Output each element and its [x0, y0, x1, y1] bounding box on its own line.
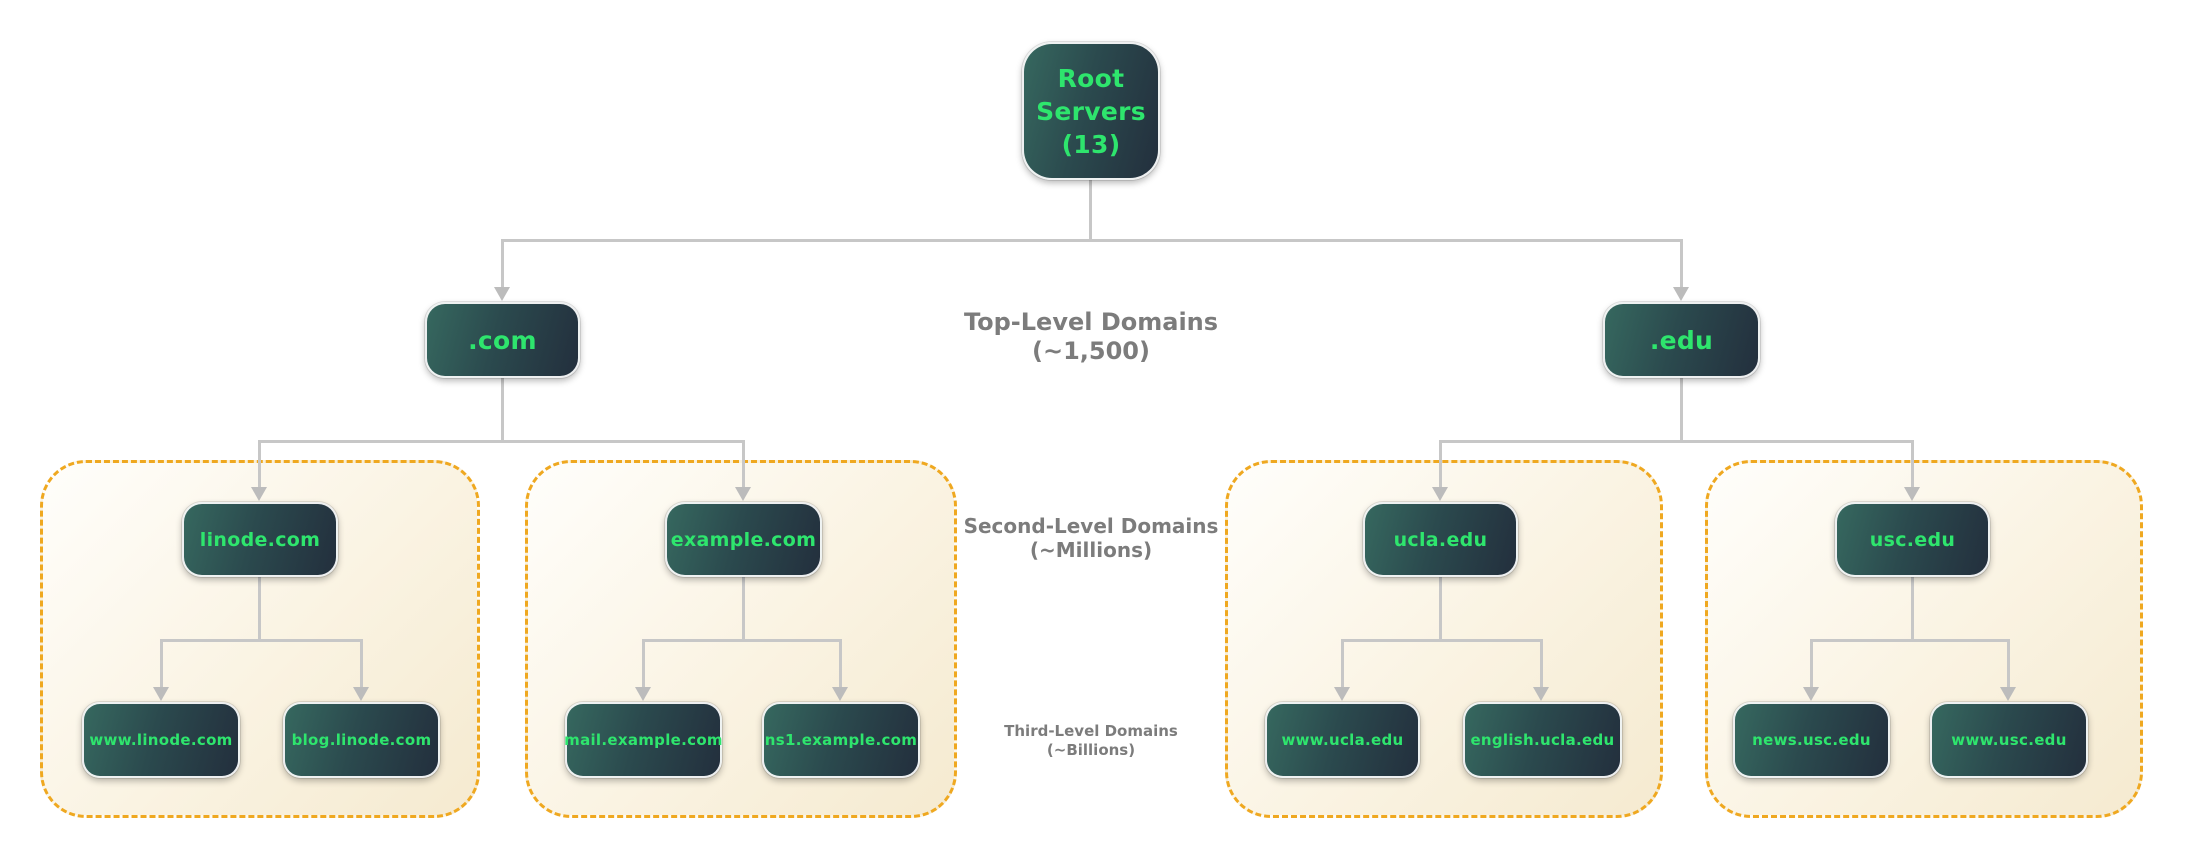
- connector-line: [1439, 440, 1442, 487]
- arrow-down-icon: [494, 287, 510, 301]
- arrow-down-icon: [2000, 687, 2016, 701]
- caption-second-level-domains: Second-Level Domains (~Millions): [941, 514, 1241, 562]
- connector-line: [1089, 180, 1092, 241]
- node-usc-edu: usc.edu: [1835, 502, 1990, 577]
- connector-line: [1341, 639, 1542, 642]
- caption-third-level-domains: Third-Level Domains (~Billions): [966, 722, 1216, 760]
- arrow-down-icon: [1432, 487, 1448, 501]
- caption-count: (~1,500): [1032, 337, 1150, 365]
- connector-line: [839, 639, 842, 687]
- arrow-down-icon: [1904, 487, 1920, 501]
- connector-line: [259, 440, 745, 443]
- arrow-down-icon: [1334, 687, 1350, 701]
- node-blog-linode-com: blog.linode.com: [283, 702, 440, 778]
- arrow-down-icon: [635, 687, 651, 701]
- caption-count: (~Millions): [1029, 538, 1153, 562]
- connector-line: [1810, 639, 2009, 642]
- connector-line: [1911, 577, 1914, 641]
- connector-line: [1341, 639, 1344, 687]
- arrow-down-icon: [735, 487, 751, 501]
- node-mail-example-com: mail.example.com: [564, 702, 723, 778]
- node-news-usc-edu: news.usc.edu: [1733, 702, 1890, 778]
- node-ucla-edu: ucla.edu: [1363, 502, 1518, 577]
- node-ns1-example-com: ns1.example.com: [762, 702, 920, 778]
- arrow-down-icon: [1533, 687, 1549, 701]
- node-english-ucla-edu: english.ucla.edu: [1463, 702, 1622, 778]
- connector-line: [1810, 639, 1813, 687]
- connector-line: [1439, 577, 1442, 641]
- node-root-servers: Root Servers (13): [1022, 42, 1160, 180]
- connector-line: [1680, 378, 1683, 442]
- connector-line: [642, 639, 645, 687]
- arrow-down-icon: [353, 687, 369, 701]
- connector-line: [160, 639, 362, 642]
- node-www-ucla-edu: www.ucla.edu: [1265, 702, 1420, 778]
- arrow-down-icon: [251, 487, 267, 501]
- arrow-down-icon: [1673, 287, 1689, 301]
- caption-title: Second-Level Domains: [963, 514, 1219, 538]
- connector-line: [501, 239, 504, 288]
- connector-line: [360, 639, 363, 687]
- caption-title: Third-Level Domains: [1004, 722, 1178, 740]
- node-www-usc-edu: www.usc.edu: [1930, 702, 2088, 778]
- connector-line: [501, 239, 1682, 242]
- node-linode-com: linode.com: [182, 502, 338, 577]
- connector-line: [258, 577, 261, 641]
- connector-line: [1680, 239, 1683, 288]
- connector-line: [160, 639, 163, 687]
- connector-line: [1911, 440, 1914, 487]
- connector-line: [258, 440, 261, 487]
- arrow-down-icon: [832, 687, 848, 701]
- connector-line: [2007, 639, 2010, 687]
- connector-line: [643, 639, 842, 642]
- node-edu: .edu: [1603, 302, 1760, 378]
- connector-line: [742, 577, 745, 641]
- connector-line: [1439, 440, 1914, 443]
- connector-line: [1540, 639, 1543, 687]
- arrow-down-icon: [153, 687, 169, 701]
- arrow-down-icon: [1803, 687, 1819, 701]
- connector-line: [742, 440, 745, 487]
- caption-count: (~Billions): [1046, 741, 1136, 759]
- node-com: .com: [425, 302, 580, 378]
- caption-title: Top-Level Domains: [963, 308, 1219, 336]
- caption-top-level-domains: Top-Level Domains (~1,500): [916, 308, 1266, 366]
- connector-line: [501, 378, 504, 442]
- node-www-linode-com: www.linode.com: [82, 702, 240, 778]
- node-example-com: example.com: [665, 502, 822, 577]
